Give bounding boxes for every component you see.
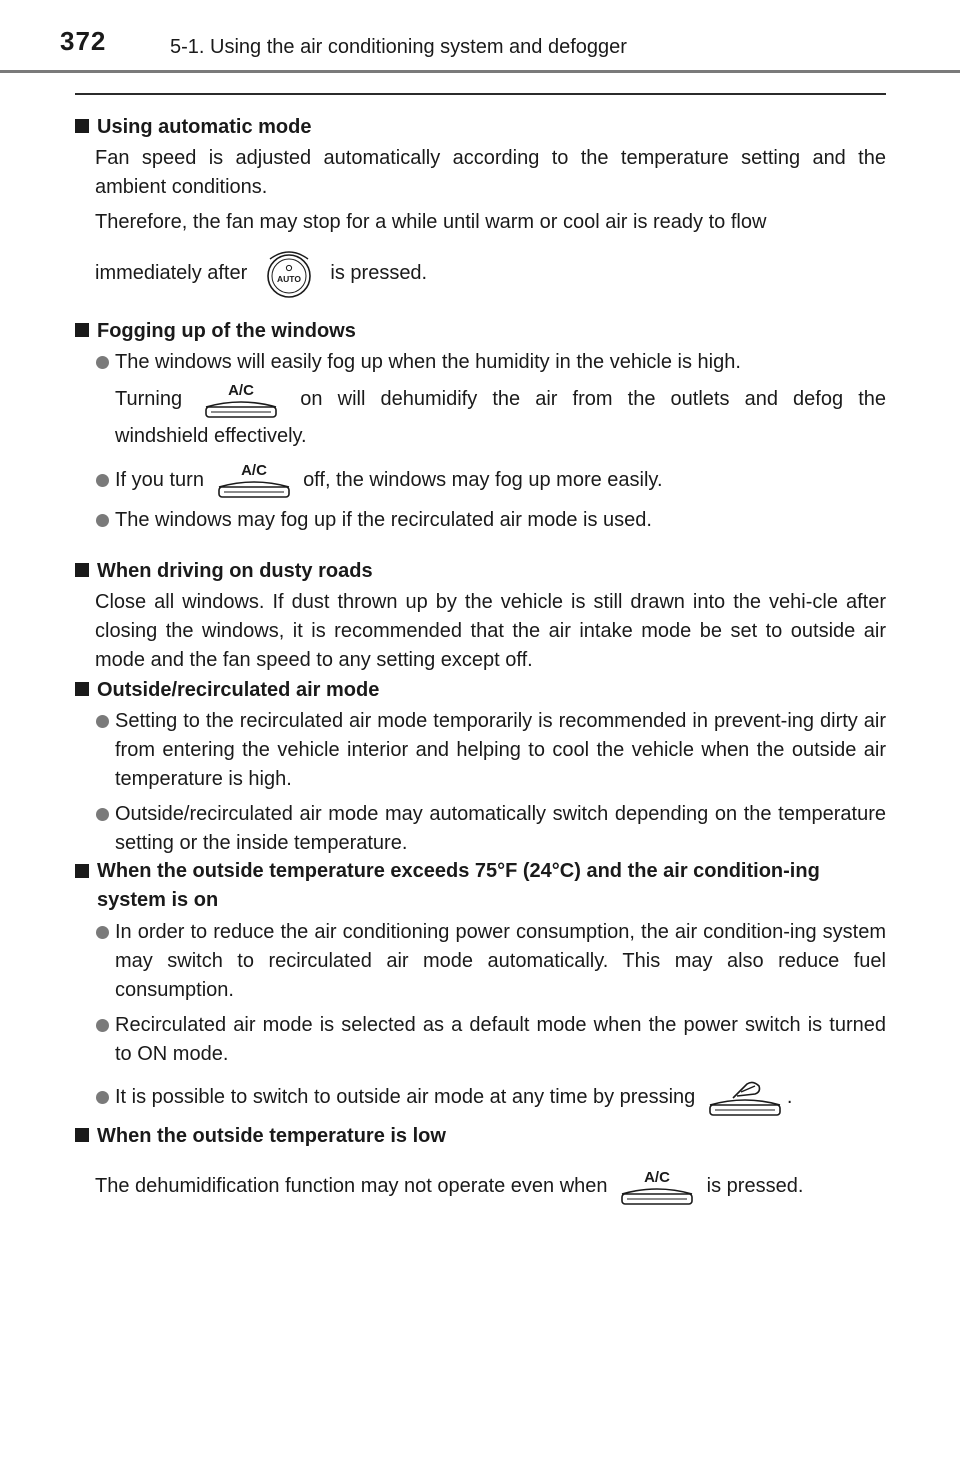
page-number: 372	[60, 26, 107, 56]
section-dusty-roads: When driving on dusty roads Close all wi…	[75, 559, 886, 675]
bullet-dot-icon	[96, 1019, 109, 1032]
section-automatic-mode: Using automatic mode Fan speed is adjust…	[75, 115, 886, 300]
section-fogging: Fogging up of the windows The windows wi…	[75, 319, 886, 535]
section-heading: Using automatic mode	[75, 115, 886, 139]
square-bullet-icon	[75, 119, 89, 133]
bullet-dot-icon	[96, 1091, 109, 1104]
section-outside-recirculated: Outside/recirculated air mode Setting to…	[75, 678, 886, 858]
recirculated-air-button-icon	[707, 1078, 783, 1118]
section-heading: Outside/recirculated air mode	[75, 678, 886, 702]
list-item: In order to reduce the air conditioning …	[75, 918, 886, 1005]
list-item: Outside/recirculated air mode may automa…	[75, 800, 886, 858]
section-heading: When the outside temperature is low	[75, 1124, 886, 1148]
ac-button-icon	[619, 1167, 695, 1207]
square-bullet-icon	[75, 323, 89, 337]
bullet-dot-icon	[96, 356, 109, 369]
ac-button-icon	[203, 380, 279, 420]
list-item: It is possible to switch to outside air …	[75, 1077, 886, 1118]
section-heading: Fogging up of the windows	[75, 319, 886, 343]
paragraph: Fan speed is adjusted automatically acco…	[95, 147, 886, 198]
section-heading: When driving on dusty roads	[75, 559, 886, 583]
bullet-dot-icon	[96, 808, 109, 821]
section-outside-temp-low: When the outside temperature is low The …	[75, 1124, 886, 1207]
auto-button-icon: AUTO	[267, 251, 311, 298]
square-bullet-icon	[75, 1128, 89, 1142]
paragraph: Therefore, the fan may stop for a while …	[95, 211, 767, 233]
section-heading: When the outside temperature exceeds 75°…	[75, 857, 886, 915]
svg-text:AUTO: AUTO	[277, 274, 301, 284]
list-item: The windows will easily fog up when the …	[75, 348, 886, 451]
list-item: The windows may fog up if the recirculat…	[75, 506, 886, 535]
list-item: If you turn off, the windows may fog up …	[75, 460, 886, 501]
bullet-dot-icon	[96, 715, 109, 728]
bullet-dot-icon	[96, 514, 109, 528]
bullet-dot-icon	[96, 473, 109, 487]
ac-button-icon	[216, 460, 292, 500]
content-divider	[75, 93, 886, 95]
bullet-dot-icon	[96, 926, 109, 939]
paragraph: The dehumidification function may not op…	[95, 1166, 886, 1207]
list-item: Setting to the recirculated air mode tem…	[75, 707, 886, 794]
paragraph: Close all windows. If dust thrown up by …	[95, 591, 886, 671]
page-header: 372 5-1. Using the air conditioning syst…	[0, 0, 960, 80]
paragraph: immediately after AUTO is pressed.	[95, 247, 886, 300]
square-bullet-icon	[75, 864, 89, 878]
square-bullet-icon	[75, 563, 89, 577]
square-bullet-icon	[75, 682, 89, 696]
list-item: Recirculated air mode is selected as a d…	[75, 1011, 886, 1069]
chapter-title: 5-1. Using the air conditioning system a…	[170, 36, 627, 58]
section-outside-temp-exceeds: When the outside temperature exceeds 75°…	[75, 857, 886, 1118]
header-divider	[0, 70, 960, 73]
